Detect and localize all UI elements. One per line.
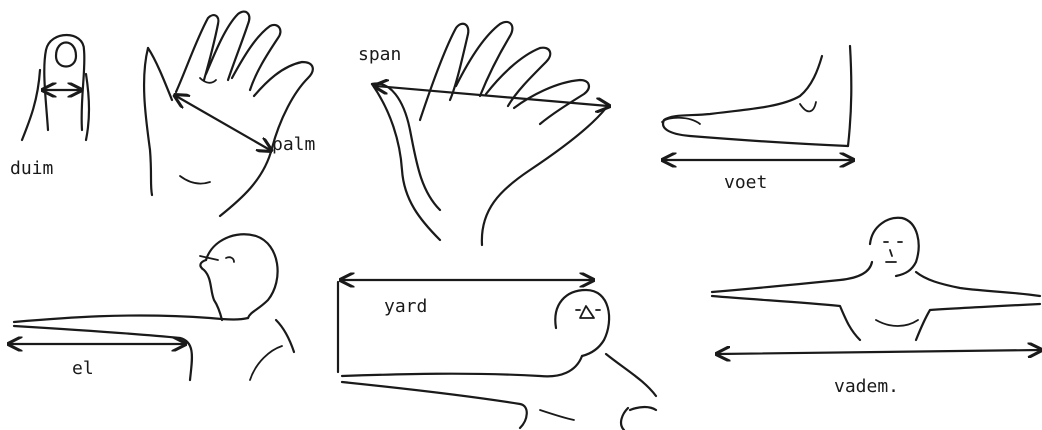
- span-hand-drawing: [372, 22, 606, 245]
- label-vadem: vadem.: [834, 376, 899, 397]
- label-palm: palm: [272, 134, 315, 155]
- thumb-drawing: [22, 35, 89, 140]
- palm-hand-drawing: [144, 12, 313, 216]
- span-width-arrow: [376, 86, 608, 106]
- fathom-figure-drawing: [712, 218, 1040, 340]
- fathom-length-arrow: [718, 350, 1040, 354]
- label-yard: yard: [384, 296, 427, 317]
- cubit-figure-drawing: [14, 234, 294, 380]
- label-span: span: [358, 44, 401, 65]
- palm-width-arrow: [176, 96, 270, 150]
- label-duim: duim: [10, 158, 53, 179]
- label-el: el: [72, 358, 94, 379]
- foot-drawing: [662, 46, 851, 146]
- label-voet: voet: [724, 172, 767, 193]
